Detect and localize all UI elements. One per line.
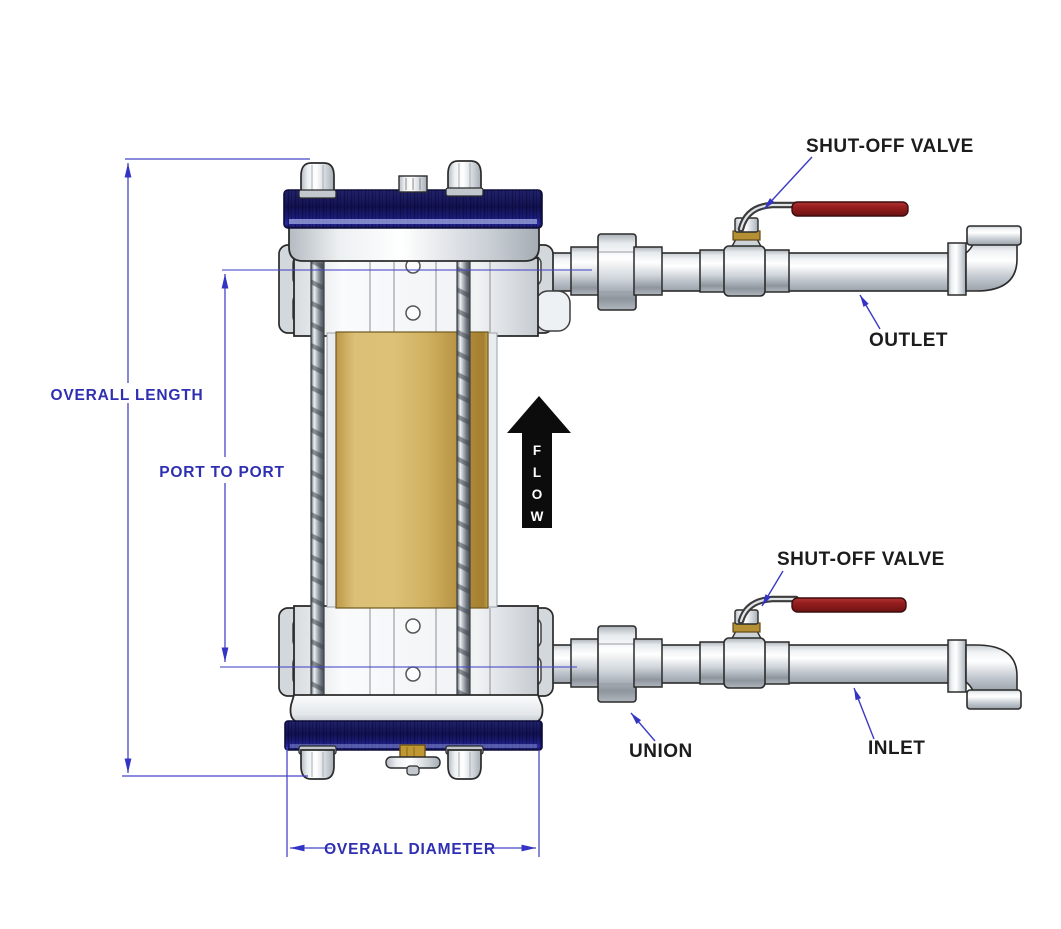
bottom-head [293, 605, 539, 699]
shut-off-valve-bottom-label: SHUT-OFF VALVE [777, 549, 945, 570]
overall-diameter-label: OVERALL DIAMETER [324, 841, 496, 858]
outlet-label: OUTLET [869, 330, 948, 351]
vent-plug [398, 175, 428, 193]
valve-body-bottom [723, 637, 766, 689]
elbow-top [965, 225, 1022, 292]
dome-nut-left [298, 162, 337, 199]
head-bolt-hole [405, 666, 421, 682]
port-to-port-label: PORT TO PORT [159, 464, 285, 481]
valve-handle-red-grip-bottom [791, 597, 907, 613]
head-bolt-hole [405, 305, 421, 321]
port-gusset [535, 290, 571, 332]
callouts: SHUT-OFF VALVE OUTLET SHUT-OFF VALVE UNI… [629, 136, 974, 762]
leader-inlet [853, 687, 875, 740]
leader-shut-off-valve-bottom [761, 570, 784, 607]
acorn-nut-left [298, 745, 337, 780]
dome-nut-right [445, 160, 484, 197]
acorn-nut-right [445, 745, 484, 780]
flow-letter-l: L [533, 465, 541, 480]
tie-rod-right [456, 196, 471, 751]
elbow-flange-top [966, 225, 1022, 246]
elbow-bottom [965, 644, 1022, 710]
union-fitting-bottom [570, 625, 663, 703]
bottom-cap-navy [284, 720, 543, 751]
pipe-collar-bottom [947, 639, 967, 693]
drain-petcock [385, 744, 441, 776]
dimension-lines: OVERALL LENGTH PORT TO PORT OVERALL DIAM… [50, 158, 592, 858]
elbow-flange-bottom [966, 689, 1022, 710]
union-label: UNION [629, 741, 693, 762]
shut-off-valve-top-label: SHUT-OFF VALVE [806, 136, 974, 157]
valve-handle-red-grip-top [791, 201, 909, 217]
top-head [293, 257, 539, 337]
shut-off-valve-bottom [699, 595, 907, 689]
bottom-flange [289, 694, 544, 724]
flow-arrow: F L O W [507, 396, 571, 528]
tie-rod-left [310, 196, 325, 751]
flow-letter-f: F [533, 443, 541, 458]
leader-shut-off-valve-top [763, 156, 813, 210]
flow-letter-w: W [531, 509, 544, 524]
leader-outlet [859, 294, 881, 330]
pipe-collar-top [947, 242, 967, 296]
inlet-pipe-run [531, 595, 1022, 710]
leader-union [630, 712, 656, 742]
filter-housing [278, 160, 571, 780]
union-fitting-top [570, 233, 663, 311]
valve-body-top [723, 245, 766, 297]
inlet-label: INLET [868, 738, 925, 759]
overall-length-label: OVERALL LENGTH [50, 387, 203, 404]
top-cap-navy [283, 189, 543, 229]
flow-letter-o: O [532, 487, 543, 502]
shut-off-valve-top [699, 201, 909, 297]
top-flange [288, 226, 540, 262]
outlet-pipe-run [531, 201, 1022, 311]
head-bolt-hole [405, 618, 421, 634]
